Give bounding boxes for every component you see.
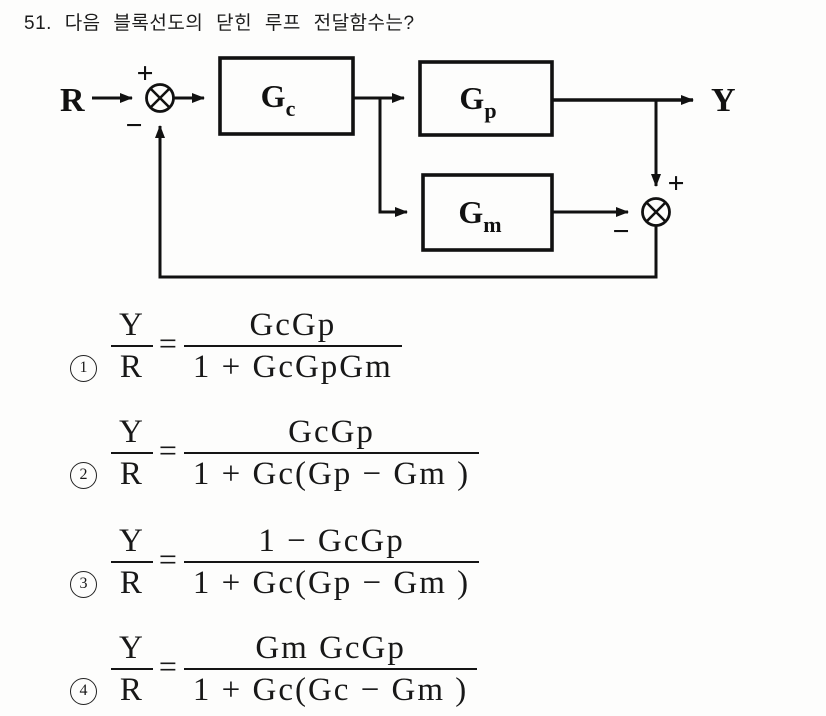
fraction-numerator: Y: [119, 522, 145, 559]
block-gp-label: Gp: [459, 80, 496, 123]
lhs-fraction: Y R: [110, 414, 154, 493]
equals-sign: =: [158, 647, 177, 684]
block-diagram: R + − Gc Gp Y: [0, 45, 826, 295]
fraction-numerator: Y: [119, 413, 145, 450]
fraction-numerator: Y: [119, 306, 145, 343]
fraction-denominator: R: [110, 344, 153, 386]
block-gp: Gp: [418, 60, 554, 137]
rhs-fraction: GcGp 1 + GcGpGm: [183, 306, 402, 386]
choice-number-badge[interactable]: 2: [70, 461, 97, 489]
equals-sign: =: [158, 540, 177, 577]
sum-junction-left: [145, 83, 175, 113]
choice-row-2[interactable]: 2 Y R = GcGp 1 + Gc(Gp − Gm ): [0, 406, 560, 500]
fraction-denominator: R: [110, 560, 153, 602]
fraction-denominator: 1 + Gc(Gp − Gm ): [183, 560, 480, 602]
lhs-fraction: Y R: [110, 630, 154, 709]
lhs-fraction: Y R: [110, 523, 154, 602]
plus-sign-left: +: [136, 57, 153, 90]
rhs-fraction: Gm GcGp 1 + Gc(Gc − Gm ): [183, 629, 478, 709]
question-title: 51. 다음 블록선도의 닫힌 루프 전달함수는?: [24, 13, 415, 34]
branch-gc-to-gm: [378, 98, 408, 217]
choice-number-badge[interactable]: 4: [70, 677, 97, 705]
fraction-numerator: Y: [119, 629, 145, 666]
minus-sign-left: −: [125, 109, 142, 142]
choice-number-badge[interactable]: 3: [70, 570, 97, 598]
fraction-denominator: 1 + Gc(Gc − Gm ): [183, 667, 478, 709]
block-gm-label: Gm: [458, 194, 501, 237]
block-gc: Gc: [218, 56, 355, 136]
rhs-fraction: 1 − GcGp 1 + Gc(Gp − Gm ): [183, 522, 480, 602]
lhs-fraction: Y R: [110, 307, 154, 386]
fraction-numerator: GcGp: [288, 413, 375, 450]
block-gc-label: Gc: [261, 78, 296, 121]
fraction-numerator: Gm GcGp: [255, 629, 406, 666]
minus-sign-right: −: [612, 215, 629, 248]
fraction-denominator: 1 + GcGpGm: [183, 344, 402, 386]
choice-row-3[interactable]: 3 Y R = 1 − GcGp 1 + Gc(Gp − Gm ): [0, 515, 560, 609]
fraction-denominator: R: [110, 667, 153, 709]
fraction-numerator: 1 − GcGp: [258, 522, 405, 559]
output-label-y: Y: [711, 82, 736, 119]
choice-number-badge[interactable]: 1: [70, 354, 97, 382]
input-label-r: R: [60, 82, 85, 119]
equals-sign: =: [158, 324, 177, 361]
sum-junction-right: [641, 197, 671, 227]
block-gm: Gm: [421, 173, 554, 252]
feedback-path: [155, 125, 658, 279]
fraction-denominator: R: [110, 451, 153, 493]
choice-row-4[interactable]: 4 Y R = Gm GcGp 1 + Gc(Gc − Gm ): [0, 622, 560, 716]
fraction-numerator: GcGp: [249, 306, 337, 343]
choice-row-1[interactable]: 1 Y R = GcGp 1 + GcGpGm: [0, 299, 560, 393]
plus-sign-right: +: [667, 167, 684, 200]
equals-sign: =: [158, 431, 177, 468]
fraction-denominator: 1 + Gc(Gp − Gm ): [183, 451, 480, 493]
block-diagram-svg: R + − Gc Gp Y: [60, 56, 736, 279]
rhs-fraction: GcGp 1 + Gc(Gp − Gm ): [183, 413, 480, 493]
